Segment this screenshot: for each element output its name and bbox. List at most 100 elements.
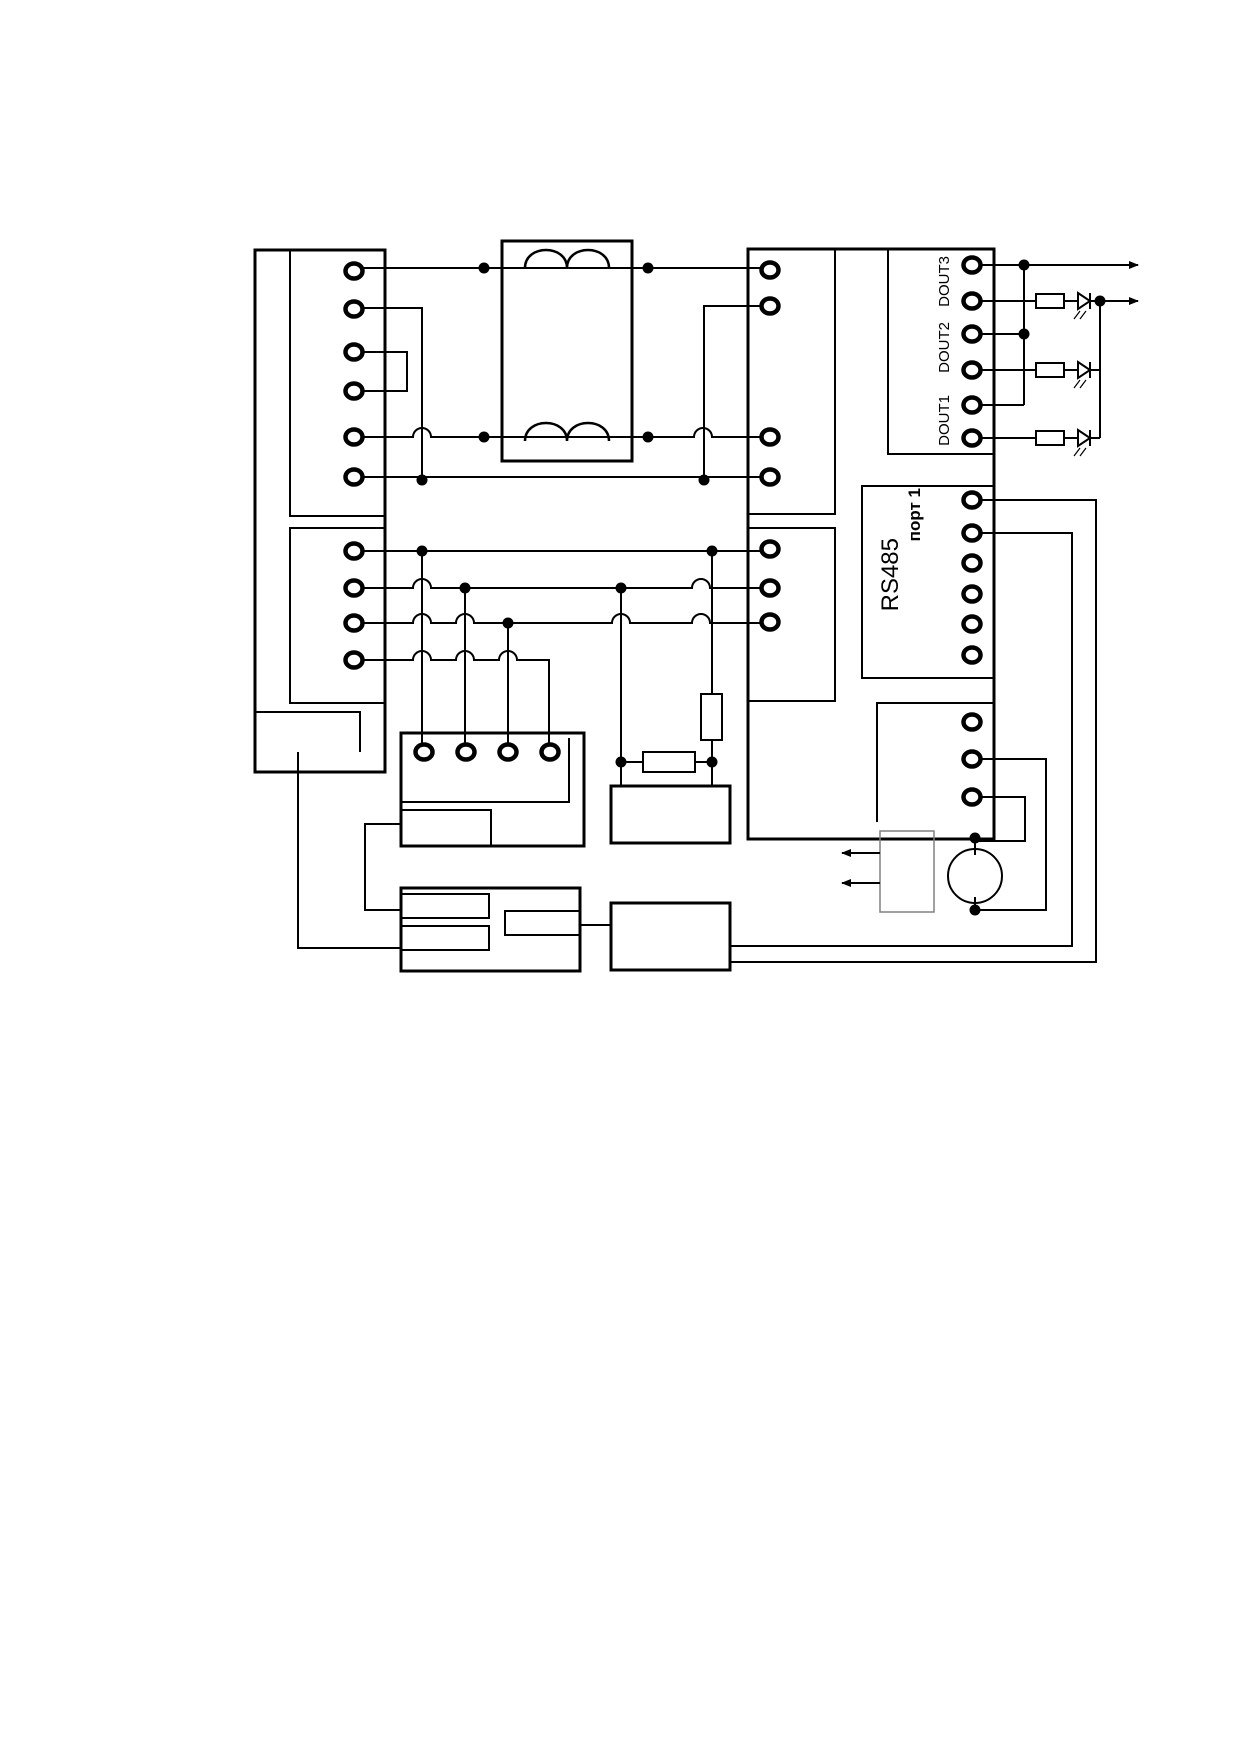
junction-dot bbox=[706, 756, 718, 768]
controller-lower-block bbox=[747, 527, 836, 702]
terminal bbox=[961, 614, 983, 634]
wire-l2-right bbox=[703, 305, 766, 480]
labels: DOUT3 DOUT2 DOUT1 RS485 порт 1 порт 2 bbox=[877, 256, 953, 611]
terminal bbox=[343, 650, 365, 670]
strip-terminals bbox=[413, 742, 561, 762]
terminal bbox=[759, 578, 781, 598]
rs485-label: RS485 bbox=[877, 538, 904, 611]
terminal bbox=[961, 395, 983, 415]
terminal bbox=[343, 467, 365, 487]
choke-module bbox=[500, 239, 634, 463]
terminal bbox=[343, 299, 365, 319]
led-icon-1 bbox=[1077, 291, 1092, 311]
left-module-frame bbox=[253, 248, 387, 774]
dout-terminals bbox=[961, 255, 983, 448]
rs485-block bbox=[861, 485, 995, 679]
terminal bbox=[343, 613, 365, 633]
terminal bbox=[961, 749, 983, 769]
junction-dot bbox=[478, 262, 490, 274]
junction-dot bbox=[502, 617, 514, 629]
dout3-label: DOUT3 bbox=[936, 256, 953, 307]
terminal bbox=[343, 342, 365, 362]
wire-bus-4 bbox=[354, 650, 550, 752]
terminal bbox=[961, 490, 983, 510]
wire-l2-left bbox=[354, 307, 423, 480]
terminal bbox=[961, 584, 983, 604]
terminal bbox=[497, 742, 519, 762]
dout2-label: DOUT2 bbox=[936, 322, 953, 373]
led-resistor-1 bbox=[1035, 293, 1065, 309]
wire-left-module-to-power bbox=[297, 752, 401, 949]
junction-dot bbox=[1018, 259, 1030, 271]
controller-frame bbox=[746, 247, 996, 841]
resistor-horizontal bbox=[642, 751, 696, 773]
choke-coil-bottom bbox=[523, 421, 611, 442]
wire-jumper bbox=[354, 351, 408, 392]
terminal bbox=[343, 578, 365, 598]
rs485-terminals bbox=[961, 490, 983, 665]
terminal bbox=[961, 787, 983, 807]
left-terminal-module bbox=[253, 248, 387, 774]
pump-motor-symbol bbox=[947, 848, 1003, 904]
power-sub-box-3 bbox=[504, 910, 581, 936]
terminal bbox=[455, 742, 477, 762]
controller-upper-block bbox=[747, 248, 836, 515]
junction-dot bbox=[478, 431, 490, 443]
junction-dots bbox=[416, 259, 1106, 916]
terminal bbox=[343, 541, 365, 561]
terminal bbox=[961, 553, 983, 573]
terminal bbox=[759, 539, 781, 559]
resistor-vertical bbox=[700, 693, 723, 741]
junction-dot bbox=[969, 832, 981, 844]
terminal bbox=[961, 428, 983, 448]
terminal bbox=[961, 523, 983, 543]
wire-bus-2 bbox=[354, 578, 766, 589]
terminal bbox=[961, 291, 983, 311]
power-module bbox=[399, 886, 582, 973]
power-sub-box-2 bbox=[400, 925, 490, 951]
wire-term-b bbox=[975, 796, 1026, 842]
terminal bbox=[343, 261, 365, 281]
junction-dot bbox=[642, 431, 654, 443]
terminal bbox=[961, 255, 983, 275]
terminal-strip-inner-line bbox=[401, 738, 570, 803]
junction-dot bbox=[615, 582, 627, 594]
junction-dot bbox=[698, 474, 710, 486]
terminal bbox=[759, 296, 781, 316]
controller-bottom-block bbox=[876, 702, 994, 822]
controller-bottom-terminals bbox=[961, 712, 983, 807]
junction-dot bbox=[706, 545, 718, 557]
junction-dot bbox=[1094, 295, 1106, 307]
dout1-label: DOUT1 bbox=[936, 395, 953, 446]
junction-dot bbox=[416, 474, 428, 486]
left-module-sub-compartment bbox=[255, 711, 361, 752]
led-channel-3 bbox=[975, 428, 1100, 457]
choke-coil-top bbox=[523, 248, 611, 269]
terminal-strip-sub-box bbox=[400, 809, 492, 847]
wire-term-a bbox=[975, 758, 1047, 911]
port1-label: порт 1 bbox=[905, 488, 924, 541]
wire-bus-3 bbox=[354, 613, 766, 624]
controller-left-terminals bbox=[759, 260, 781, 632]
junction-dot bbox=[459, 582, 471, 594]
wire-terminal-to-power bbox=[364, 823, 401, 911]
wires-power bbox=[354, 267, 766, 480]
terminal bbox=[961, 360, 983, 380]
wire-n-left bbox=[354, 427, 484, 438]
junction-dot bbox=[969, 904, 981, 916]
terminal bbox=[759, 427, 781, 447]
wire-rs485-a bbox=[730, 499, 1097, 963]
pump-relay-area bbox=[841, 830, 1003, 913]
terminals bbox=[343, 255, 983, 807]
controller-module bbox=[746, 247, 996, 841]
left-lower-block bbox=[289, 527, 386, 704]
terminal bbox=[343, 427, 365, 447]
dout-outputs bbox=[975, 261, 1139, 457]
bottom-modules bbox=[399, 731, 732, 973]
choke-frame bbox=[500, 239, 634, 463]
terminal bbox=[759, 260, 781, 280]
junction-dot bbox=[615, 756, 627, 768]
left-terminals bbox=[343, 261, 365, 670]
led-resistor-3 bbox=[1035, 430, 1065, 446]
junction-dot bbox=[642, 262, 654, 274]
